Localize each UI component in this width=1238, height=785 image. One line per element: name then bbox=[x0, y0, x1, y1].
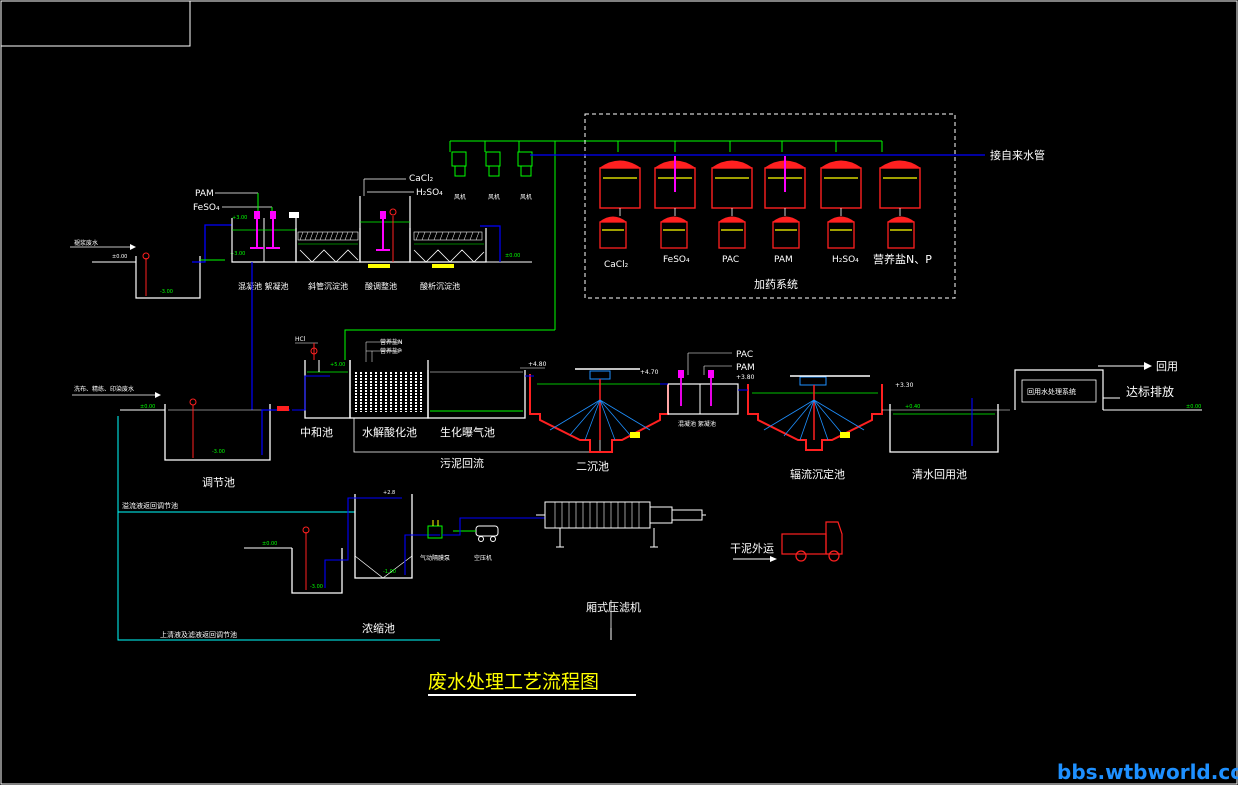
pre-out-elev: ±0.00 bbox=[505, 253, 520, 259]
secondary-clarifier-label: 二沉池 bbox=[576, 460, 609, 473]
reuse-tank-label: 清水回用池 bbox=[912, 468, 967, 481]
reg-bottom-elev: -3.00 bbox=[212, 449, 225, 455]
diagram-title: 废水处理工艺流程图 bbox=[428, 671, 599, 693]
hcl-label: HCl bbox=[295, 336, 306, 343]
diaphragm-pump bbox=[427, 520, 443, 539]
dosing-system-label: 加药系统 bbox=[754, 278, 798, 291]
air-compressor bbox=[453, 525, 499, 542]
regulating-tank-label: 调节池 bbox=[202, 476, 235, 489]
blower-label-1: 风机 bbox=[454, 193, 466, 201]
out-level-elev: ±0.00 bbox=[1186, 404, 1201, 410]
blower-label-3: 风机 bbox=[520, 193, 532, 201]
pre-acid-settle-label: 酸析沉淀池 bbox=[420, 281, 460, 291]
dosing-chem-1: CaCl₂ bbox=[604, 260, 629, 270]
pump-label: 气动隔膜泵 bbox=[420, 554, 450, 562]
rad-top-elev: +3.30 bbox=[895, 382, 914, 389]
dosing-tank-small-lid bbox=[718, 216, 746, 223]
aeration-tank: +4.80 bbox=[427, 361, 547, 419]
dosing-system: 接自来水管 CaCl₂ FeSO₄ PAC PAM H₂SO₄ 营养盐N、P 加… bbox=[530, 113, 1045, 299]
thick-bottom-elev: -1.00 bbox=[383, 569, 396, 575]
aeration-label: 生化曝气池 bbox=[440, 425, 495, 439]
regulating-tank: -3.00 bbox=[164, 398, 290, 461]
pac-label: PAC bbox=[736, 350, 753, 360]
sludge-treatment: ±0.00 -3.00 +2.8 -1.00 浓缩池 气动隔膜泵 空压 bbox=[244, 490, 843, 640]
pre-mix-label: 混凝池 絮凝池 bbox=[238, 281, 289, 291]
pre-h2so4-label: H₂SO₄ bbox=[416, 188, 443, 198]
pre-in-elev: ±0.00 bbox=[112, 254, 127, 260]
dosing-chem-5: H₂SO₄ bbox=[832, 255, 859, 265]
sump-ground-elev: ±0.00 bbox=[262, 541, 277, 547]
dosing-tank-lid bbox=[879, 160, 921, 169]
pam-label: PAM bbox=[736, 363, 755, 373]
dosing-tank-small-lid bbox=[599, 216, 627, 223]
sec-top-elev: +4.70 bbox=[640, 369, 659, 376]
secondary-clarifier: +4.70 bbox=[529, 368, 669, 453]
reuse-system-label: 回用水处理系统 bbox=[1027, 387, 1076, 396]
dosing-chem-2: FeSO₄ bbox=[663, 255, 690, 265]
reg-ground-elev: ±0.00 bbox=[140, 404, 155, 410]
wastewater-in-label: 洗布、精练、印染废水 bbox=[74, 385, 134, 393]
pre-pam-label: PAM bbox=[195, 189, 214, 199]
sump-bottom-elev: -3.00 bbox=[310, 584, 323, 590]
dosing-tank-small-lid bbox=[827, 216, 855, 223]
pre-feso4-label: FeSO₄ bbox=[193, 203, 220, 213]
aer-top-elev: +4.80 bbox=[528, 361, 547, 368]
discharge-label: 达标排放 bbox=[1126, 384, 1174, 399]
pre-inflow-label: 褪浆废水 bbox=[74, 239, 98, 247]
radial-clarifier: +3.30 bbox=[747, 375, 914, 451]
pre-top-elev: +3.00 bbox=[232, 215, 247, 221]
neutralization-label: 中和池 bbox=[300, 426, 333, 439]
air-pipes bbox=[344, 140, 883, 360]
sludge-truck bbox=[781, 521, 843, 562]
reuse-level-elev: +0.40 bbox=[905, 404, 920, 410]
hydrolysis-tank: 营养盐N 营养盐P bbox=[349, 338, 429, 419]
mixing-tanks bbox=[231, 211, 299, 263]
overflow-return-label: 溢流液返回调节池 bbox=[122, 501, 178, 510]
tap-water-label: 接自来水管 bbox=[990, 148, 1045, 162]
blower-group bbox=[451, 151, 533, 177]
dosing-tank-small-lid bbox=[887, 216, 915, 223]
pre-mix-elev: +3.00 bbox=[230, 251, 245, 257]
floc-top-elev: +3.80 bbox=[736, 374, 755, 381]
dosing-tank-lid bbox=[711, 160, 753, 169]
dosing-chem-4: PAM bbox=[774, 255, 793, 265]
sludge-return-label: 污泥回流 bbox=[440, 456, 484, 470]
supernatant-return-label: 上清液及滤液返回调节池 bbox=[160, 630, 237, 639]
coag-floc-label: 混凝池 絮凝池 bbox=[678, 420, 716, 428]
acid-settle-tank bbox=[409, 228, 487, 268]
thickener-label: 浓缩池 bbox=[362, 622, 395, 635]
compressor-label: 空压机 bbox=[474, 554, 492, 562]
reuse-tank: +0.40 bbox=[882, 398, 1010, 453]
dry-sludge-label: 干泥外运 bbox=[730, 542, 774, 555]
dosing-tank-small-lid bbox=[772, 216, 800, 223]
dosing-tank-lid bbox=[820, 160, 862, 169]
radial-clarifier-label: 辐流沉定池 bbox=[790, 467, 845, 481]
dosing-tank-lid bbox=[599, 160, 641, 169]
pre-acid-adjust-label: 酸调整池 bbox=[365, 281, 397, 291]
dosing-tank-small-lid bbox=[660, 216, 688, 223]
coag-floc-tanks: PAC PAM +3.80 bbox=[667, 350, 755, 415]
return-lines: 溢流液返回调节池 上清液及滤液返回调节池 bbox=[117, 416, 440, 641]
filter-press-label: 厢式压滤机 bbox=[586, 600, 641, 614]
thick-top-elev: +2.8 bbox=[383, 490, 395, 496]
reuse-system-box: 回用水处理系统 回用 达标排放 ±0.00 bbox=[1014, 360, 1202, 411]
dosing-chem-3: PAC bbox=[722, 255, 739, 265]
pre-tube-label: 斜管沉淀池 bbox=[308, 281, 348, 291]
filter-press-machine bbox=[536, 501, 706, 548]
reuse-out-label: 回用 bbox=[1156, 360, 1178, 373]
pre-cacl2-label: CaCl₂ bbox=[409, 174, 434, 184]
pre-pit-elev: -3.00 bbox=[160, 289, 173, 295]
hydrolysis-label: 水解酸化池 bbox=[362, 425, 417, 439]
blower-label-2: 风机 bbox=[488, 193, 500, 201]
watermark-text: bbs.wtbworld.com bbox=[1057, 760, 1238, 784]
dosing-chem-6: 营养盐N、P bbox=[873, 252, 932, 266]
main-treatment-line: 洗布、精练、印染废水 ±0.00 -3.00 调节池 HCl +5.00 bbox=[72, 262, 1202, 489]
neut-top-elev: +5.00 bbox=[330, 362, 345, 368]
pretreatment-section: 褪浆废水 ±0.00 -3.00 +3.00 PAM FeSO₄ +3.00 bbox=[70, 151, 533, 299]
